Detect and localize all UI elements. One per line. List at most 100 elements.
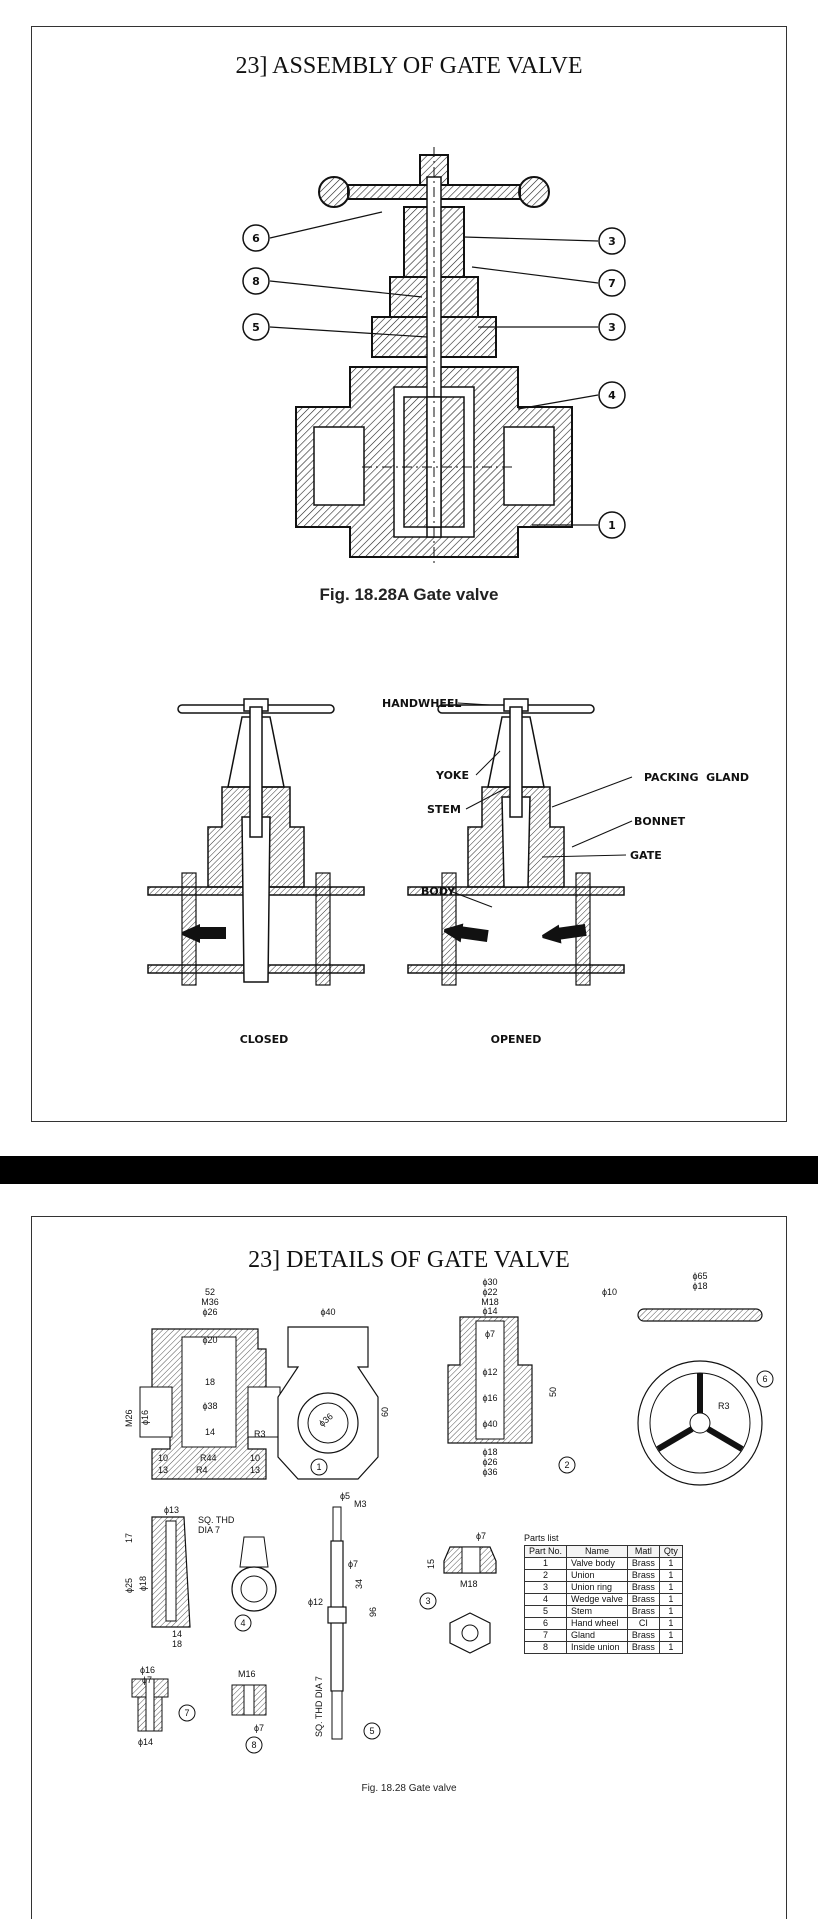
- svg-text:ϕ7: ϕ7: [348, 1559, 358, 1569]
- svg-text:ϕ36: ϕ36: [482, 1467, 497, 1477]
- svg-text:10: 10: [250, 1453, 260, 1463]
- parts-header-cell: Matl: [626, 1545, 660, 1558]
- svg-text:M18: M18: [481, 1297, 499, 1307]
- parts-cell: 7: [523, 1629, 568, 1642]
- svg-text:18: 18: [205, 1377, 215, 1387]
- balloon-7: 7: [608, 277, 616, 290]
- details-sheet: 23] DETAILS OF GATE VALVE 52 M36 ϕ26 ϕ20…: [31, 1216, 787, 1919]
- svg-text:8: 8: [251, 1740, 256, 1750]
- parts-header-cell: Part No.: [523, 1545, 568, 1558]
- svg-text:ϕ16: ϕ16: [140, 1410, 150, 1425]
- svg-text:2: 2: [564, 1460, 569, 1470]
- svg-text:5: 5: [369, 1726, 374, 1736]
- parts-cell: 1: [658, 1569, 683, 1582]
- parts-cell: Union: [566, 1569, 628, 1582]
- svg-text:60: 60: [380, 1407, 390, 1417]
- gate-valve-details-drawing: 52 M36 ϕ26 ϕ20 18 ϕ38 14 R3 R44 R4 10 10…: [124, 1271, 774, 1754]
- parts-header-cell: Qty: [658, 1545, 683, 1558]
- svg-text:ϕ18: ϕ18: [138, 1576, 148, 1591]
- label-packing-gland: PACKING GLAND: [644, 771, 749, 784]
- parts-cell: 1: [658, 1593, 683, 1606]
- parts-cell: 2: [523, 1569, 568, 1582]
- svg-text:ϕ14: ϕ14: [138, 1737, 153, 1747]
- parts-cell: 6: [523, 1617, 568, 1630]
- svg-text:ϕ14: ϕ14: [482, 1306, 497, 1316]
- parts-cell: Brass: [626, 1569, 660, 1582]
- svg-text:ϕ7: ϕ7: [142, 1675, 152, 1685]
- svg-text:M18: M18: [460, 1579, 478, 1589]
- svg-text:ϕ40: ϕ40: [482, 1419, 497, 1429]
- svg-text:ϕ12: ϕ12: [482, 1367, 497, 1377]
- svg-text:ϕ7: ϕ7: [254, 1723, 264, 1733]
- svg-text:14: 14: [172, 1629, 182, 1639]
- parts-cell: 1: [658, 1617, 683, 1630]
- svg-text:18: 18: [172, 1639, 182, 1649]
- svg-text:7: 7: [184, 1708, 189, 1718]
- svg-text:ϕ12: ϕ12: [308, 1597, 323, 1607]
- svg-text:ϕ10: ϕ10: [602, 1287, 617, 1297]
- assembly-sheet: 23] ASSEMBLY OF GATE VALVE: [31, 26, 787, 1122]
- svg-text:M16: M16: [238, 1669, 256, 1679]
- svg-text:15: 15: [426, 1559, 436, 1569]
- parts-cell: Brass: [626, 1557, 660, 1570]
- gate-valve-closed-opened-drawing: HANDWHEEL YOKE STEM BODY PACKING GLAND B…: [147, 697, 749, 1046]
- label-bonnet: BONNET: [634, 815, 686, 828]
- parts-cell: Gland: [566, 1629, 628, 1642]
- svg-text:ϕ26: ϕ26: [482, 1457, 497, 1467]
- parts-list-title: Parts list: [524, 1533, 559, 1543]
- page-title-details: 23] DETAILS OF GATE VALVE: [248, 1247, 570, 1273]
- balloon-6: 6: [252, 232, 260, 245]
- svg-text:ϕ18: ϕ18: [692, 1281, 707, 1291]
- balloon-3a: 3: [608, 235, 616, 248]
- svg-text:ϕ26: ϕ26: [202, 1307, 217, 1317]
- svg-text:ϕ13: ϕ13: [164, 1505, 179, 1515]
- svg-text:17: 17: [124, 1533, 134, 1543]
- balloon-5: 5: [252, 321, 260, 334]
- svg-text:13: 13: [158, 1465, 168, 1475]
- svg-text:R3: R3: [718, 1401, 730, 1411]
- parts-cell: 1: [658, 1629, 683, 1642]
- svg-text:ϕ22: ϕ22: [482, 1287, 497, 1297]
- svg-text:10: 10: [158, 1453, 168, 1463]
- svg-text:ϕ40: ϕ40: [320, 1307, 335, 1317]
- label-handwheel: HANDWHEEL: [382, 697, 461, 710]
- svg-text:ϕ7: ϕ7: [476, 1531, 486, 1541]
- svg-text:ϕ16: ϕ16: [140, 1665, 155, 1675]
- svg-text:ϕ38: ϕ38: [202, 1401, 217, 1411]
- svg-text:ϕ25: ϕ25: [124, 1578, 134, 1593]
- parts-header-cell: Name: [566, 1545, 628, 1558]
- svg-text:ϕ65: ϕ65: [692, 1271, 707, 1281]
- parts-cell: Brass: [626, 1629, 660, 1642]
- parts-cell: 3: [523, 1581, 568, 1594]
- balloon-1: 1: [608, 519, 616, 532]
- parts-cell: 1: [523, 1557, 568, 1570]
- balloon-4: 4: [608, 389, 616, 402]
- gate-valve-section-drawing: 6 8 5 3 7 3 4 1: [242, 147, 626, 567]
- svg-text:52: 52: [205, 1287, 215, 1297]
- parts-cell: Hand wheel: [566, 1617, 628, 1630]
- svg-text:4: 4: [240, 1618, 245, 1628]
- parts-cell: 4: [523, 1593, 568, 1606]
- parts-cell: Union ring: [566, 1581, 628, 1594]
- svg-text:R44: R44: [200, 1453, 217, 1463]
- svg-text:R4: R4: [196, 1465, 208, 1475]
- svg-text:M36: M36: [201, 1297, 219, 1307]
- svg-text:ϕ18: ϕ18: [482, 1447, 497, 1457]
- svg-text:6: 6: [762, 1374, 767, 1384]
- svg-text:ϕ5: ϕ5: [340, 1491, 350, 1501]
- svg-text:34: 34: [354, 1579, 364, 1589]
- label-gate: GATE: [630, 849, 662, 862]
- svg-text:DIA 7: DIA 7: [198, 1525, 220, 1535]
- parts-cell: Stem: [566, 1605, 628, 1618]
- svg-text:13: 13: [250, 1465, 260, 1475]
- balloon-8: 8: [252, 275, 260, 288]
- svg-text:ϕ16: ϕ16: [482, 1393, 497, 1403]
- parts-cell: Inside union: [566, 1641, 628, 1654]
